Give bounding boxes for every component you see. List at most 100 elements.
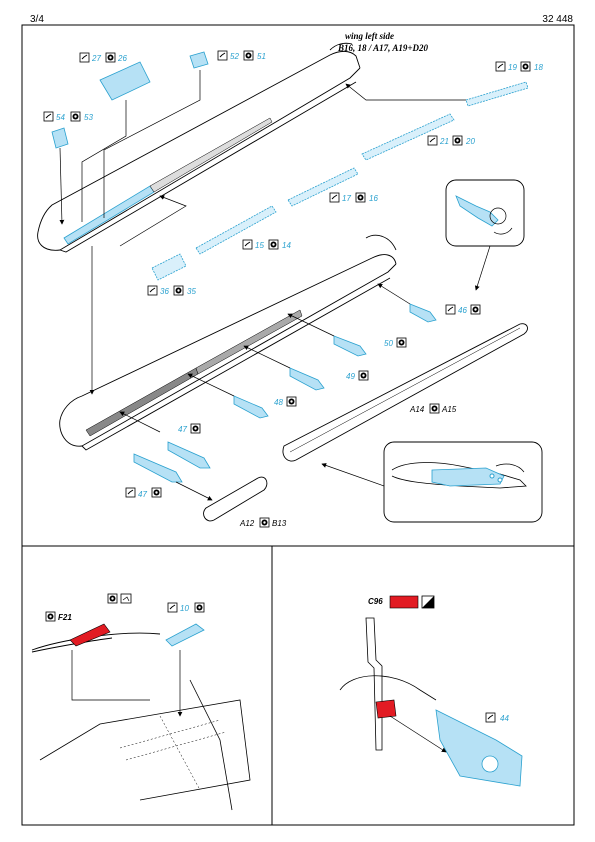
steel-icon <box>268 239 279 250</box>
part-10-label: 10 <box>180 604 189 613</box>
part-50-label: 50 <box>384 339 393 348</box>
bend-check-icon <box>43 111 54 122</box>
red-color-swatch <box>389 595 419 609</box>
bend-check-icon <box>242 239 253 250</box>
upper-wing-etch-strip <box>63 185 155 245</box>
part-47-label: 47 <box>178 425 187 434</box>
part-51-label: 51 <box>257 52 266 61</box>
bend-check-icon <box>147 285 158 296</box>
steel-icon <box>259 517 270 528</box>
steel-icon <box>396 337 407 348</box>
steel-icon <box>358 370 369 381</box>
steel-icon <box>243 50 254 61</box>
flap-a12: A12 B13 <box>203 476 287 528</box>
painted-part <box>375 699 397 719</box>
part-46-group: 46 <box>377 283 481 323</box>
part-35-label: 35 <box>187 287 196 296</box>
part-48-group: 48 <box>187 373 297 419</box>
part-20-group: 21 20 <box>361 113 475 161</box>
part-b13-label: B13 <box>272 519 287 528</box>
leader-arrow <box>377 283 411 305</box>
steel-icon <box>105 52 116 63</box>
steel-icon <box>355 192 366 203</box>
part-49-group: 49 <box>243 345 369 391</box>
part-10-etch <box>165 623 205 647</box>
steel-icon <box>194 602 205 613</box>
color-square-icon <box>421 595 435 609</box>
part-52-label: 52 <box>230 52 239 61</box>
part-44-etch <box>435 709 523 787</box>
wing-note-title: wing left side <box>345 31 394 41</box>
steel-icon <box>452 135 463 146</box>
part-15-label: 15 <box>255 241 264 250</box>
leader-arrow <box>345 83 466 101</box>
leader-line <box>81 100 127 222</box>
part-18-etch <box>465 81 529 107</box>
bend-check-icon <box>125 487 136 498</box>
part-35-etch <box>151 253 187 281</box>
leader-arrow <box>59 147 65 225</box>
part-51-group: 52 51 <box>103 50 266 218</box>
aileron-a14: A14 A15 <box>282 323 528 462</box>
lower-wing-outline <box>59 234 397 451</box>
part-53-label: 53 <box>84 113 93 122</box>
part-50-group: 50 <box>287 313 407 357</box>
steel-icon <box>429 403 440 414</box>
part-19-label: 19 <box>508 63 517 72</box>
decal-icon <box>120 593 132 604</box>
part-26-etch <box>99 61 151 101</box>
bottom-left-panel: F21 10 <box>31 593 251 811</box>
steel-icon <box>470 304 481 315</box>
leader-arrow <box>119 195 187 247</box>
wing-note-parts: B16, 18 / A17, A19+D20 <box>337 43 428 53</box>
part-36-label: 36 <box>160 287 169 296</box>
bend-check-icon <box>427 135 438 146</box>
part-53-group: 54 53 <box>43 111 93 225</box>
part-17-label: 17 <box>342 194 351 203</box>
page-frame <box>21 24 575 826</box>
bend-check-icon <box>217 50 228 61</box>
wing-note: wing left side B16, 18 / A17, A19+D20 <box>337 31 428 53</box>
leader-arrow <box>287 313 335 337</box>
part-14-group: 15 14 <box>195 205 291 255</box>
leader-arrow <box>175 481 213 501</box>
part-16-etch <box>287 167 359 207</box>
page-number: 3/4 <box>30 14 44 25</box>
part-53-etch <box>51 127 69 149</box>
part-f21-label: F21 <box>58 613 72 622</box>
part-f21-painted <box>69 623 111 647</box>
part-47-upper-group: 47 <box>119 411 211 469</box>
part-18-label: 18 <box>534 63 543 72</box>
part-20-label: 20 <box>465 137 475 146</box>
part-14-etch <box>195 205 277 255</box>
part-18-group: 19 18 <box>345 61 543 107</box>
part-16-label: 16 <box>369 194 378 203</box>
leader-arrow <box>243 345 291 369</box>
strut <box>365 617 383 751</box>
steel-icon <box>45 611 56 622</box>
bend-check-icon <box>485 712 496 723</box>
part-44-label: 44 <box>500 714 509 723</box>
part-26-label: 26 <box>117 54 127 63</box>
leader-arrow <box>187 373 235 397</box>
part-46-label: 46 <box>458 306 467 315</box>
bend-check-icon <box>329 192 340 203</box>
part-a15-label: A15 <box>441 405 457 414</box>
part-35-group: 36 35 <box>119 195 196 296</box>
leader-line <box>103 70 201 218</box>
bottom-right-panel: C96 44 <box>339 595 523 787</box>
part-c96-label: C96 <box>368 597 383 606</box>
steel-icon <box>286 396 297 407</box>
part-a12-label: A12 <box>239 519 255 528</box>
hinge-detail-inset <box>445 179 525 291</box>
part-20-etch <box>361 113 455 161</box>
part-14-label: 14 <box>282 241 291 250</box>
upper-wing-slot <box>149 117 273 193</box>
leader-arrow <box>119 411 161 433</box>
steel-icon <box>520 61 531 72</box>
part-a14-label: A14 <box>409 405 425 414</box>
part-49-label: 49 <box>346 372 355 381</box>
bend-check-icon <box>167 602 178 613</box>
steel-icon <box>190 423 201 434</box>
